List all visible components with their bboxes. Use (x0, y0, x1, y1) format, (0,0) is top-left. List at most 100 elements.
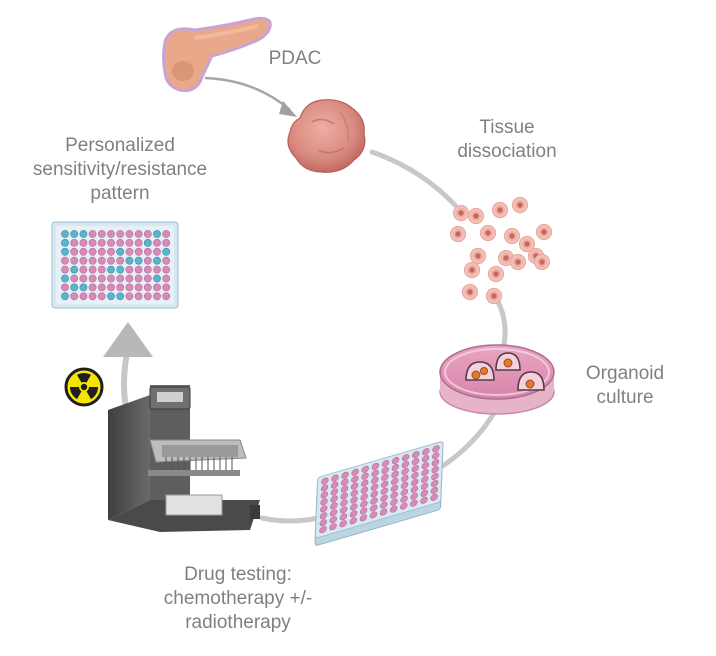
well (107, 230, 115, 238)
well (410, 499, 418, 507)
well (319, 512, 328, 520)
well (153, 247, 161, 256)
well (350, 496, 358, 504)
well (153, 265, 161, 274)
label-tissue-dissociation: Tissue dissociation (457, 117, 557, 162)
well (329, 516, 338, 524)
well-plate-icon (314, 441, 444, 546)
well (400, 502, 408, 510)
well (143, 247, 152, 256)
pancreas-icon (162, 16, 272, 93)
well (162, 230, 171, 238)
well (125, 256, 134, 265)
well (340, 485, 349, 493)
well (61, 283, 69, 292)
well (340, 499, 348, 507)
well (116, 230, 125, 238)
cycle-arrow (259, 515, 321, 524)
well (125, 292, 134, 301)
well (153, 274, 161, 283)
well (320, 505, 328, 513)
well (134, 283, 143, 292)
well (391, 457, 400, 465)
well (97, 238, 106, 247)
well (162, 256, 171, 265)
well (61, 256, 69, 265)
well (143, 274, 152, 283)
cell-icon (503, 227, 521, 245)
well (97, 265, 106, 274)
well (70, 283, 79, 292)
well (350, 489, 359, 497)
well (431, 473, 439, 481)
well (411, 458, 420, 466)
well (381, 459, 390, 467)
well (369, 511, 378, 519)
well (320, 491, 329, 499)
cell-icon (469, 247, 487, 265)
well (79, 247, 88, 256)
well (350, 482, 359, 490)
well (391, 477, 399, 485)
label-organoid-culture: Organoid culture (585, 363, 665, 408)
cell-icon (467, 207, 485, 225)
well (319, 519, 327, 527)
well (88, 256, 97, 265)
well (153, 256, 161, 265)
tumor-icon (287, 99, 366, 173)
well (420, 496, 428, 504)
well (331, 474, 339, 482)
well (97, 283, 106, 292)
well (134, 238, 143, 247)
well (371, 469, 379, 477)
well (412, 451, 420, 459)
cell-icon (509, 253, 527, 271)
well (116, 238, 125, 247)
well (107, 274, 115, 283)
well (329, 509, 338, 517)
well (330, 502, 338, 510)
well (361, 472, 369, 480)
well (143, 238, 152, 247)
well (134, 274, 143, 283)
well (351, 468, 359, 476)
well (341, 471, 349, 479)
well (162, 247, 171, 256)
well (422, 448, 430, 456)
arrow-head-icon (103, 322, 153, 357)
well (88, 247, 97, 256)
well (339, 520, 347, 528)
well (420, 489, 428, 497)
well (88, 265, 97, 274)
well (97, 247, 106, 256)
well (107, 283, 115, 292)
label-pdac: PDAC (268, 48, 322, 69)
well (350, 503, 358, 511)
well (319, 526, 327, 534)
well (400, 495, 408, 503)
well (70, 265, 79, 274)
well (401, 461, 410, 469)
well (430, 479, 439, 487)
radiation-icon (63, 367, 104, 407)
well (70, 238, 79, 247)
well (79, 283, 88, 292)
well (116, 265, 125, 274)
well (400, 481, 409, 489)
well (421, 469, 429, 477)
well (116, 274, 125, 283)
well (420, 482, 429, 490)
cell-icon (491, 201, 509, 219)
well (107, 265, 115, 274)
arrow-head-icon (279, 101, 297, 117)
cell-icon (452, 204, 470, 222)
well (79, 265, 88, 274)
well (116, 247, 125, 256)
well (125, 247, 134, 256)
well (116, 256, 125, 265)
well (61, 292, 69, 301)
well (329, 523, 337, 531)
well (320, 484, 329, 492)
well (70, 247, 79, 256)
